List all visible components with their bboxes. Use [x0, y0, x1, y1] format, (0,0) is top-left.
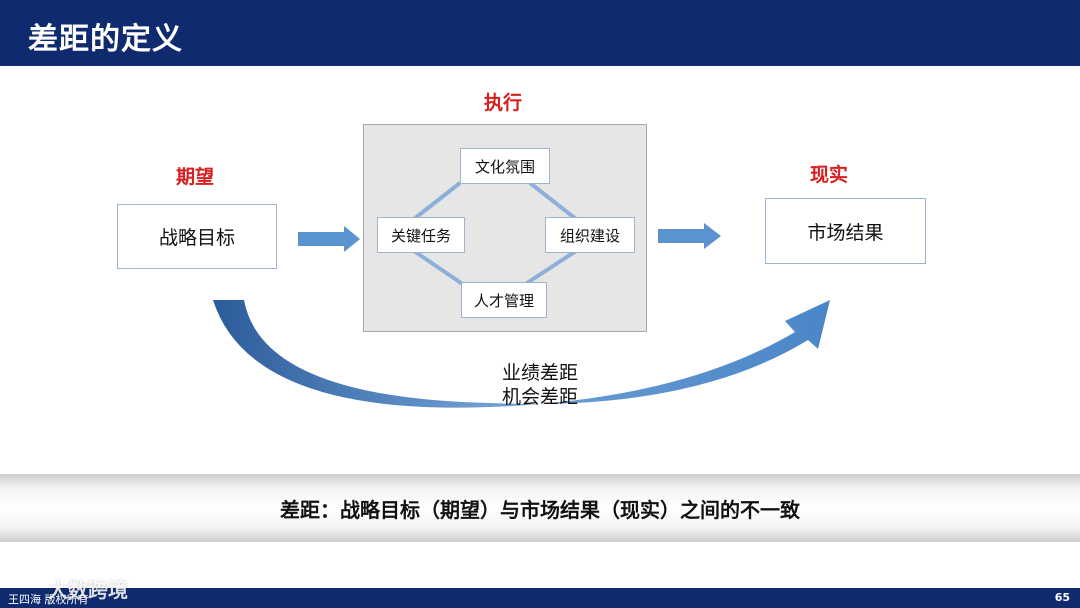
- footer-copyright: 王四海 版权所有: [8, 593, 89, 606]
- definition-band: 差距：战略目标（期望）与市场结果（现实）之间的不一致: [0, 474, 1080, 542]
- gap-performance: 业绩差距: [501, 362, 578, 384]
- page-title: 差距的定义: [28, 22, 183, 57]
- connector-right-bottom: [522, 249, 578, 287]
- box-market-result-label: 市场结果: [807, 221, 884, 244]
- execution-connectors: [412, 181, 578, 287]
- gap-opportunity: 机会差距: [501, 386, 578, 408]
- label-expectation: 期望: [176, 166, 215, 188]
- connector-top-right: [528, 181, 578, 221]
- watermark-text: 大数跨境: [48, 578, 128, 602]
- page-number: 65: [1054, 591, 1070, 604]
- node-talent: 人才管理: [461, 282, 547, 318]
- node-key-tasks: 关键任务: [377, 217, 465, 253]
- definition-text: 差距：战略目标（期望）与市场结果（现实）之间的不一致: [280, 497, 800, 522]
- node-organization: 组织建设: [545, 217, 635, 253]
- execution-panel: 文化氛围 关键任务 组织建设 人才管理: [363, 124, 647, 332]
- box-strategic-goal: 战略目标: [117, 204, 277, 269]
- arrow-to-execution: [298, 226, 360, 252]
- label-execution: 执行: [484, 92, 523, 114]
- arrow-to-reality: [658, 223, 721, 249]
- footer-bar: 王四海 版权所有 65: [0, 588, 1080, 608]
- node-culture: 文化氛围: [460, 148, 550, 184]
- header-bar: 差距的定义: [0, 0, 1080, 66]
- connector-top-left: [412, 181, 462, 221]
- connector-left-bottom: [412, 249, 466, 287]
- label-reality: 现实: [810, 164, 849, 186]
- node-key-tasks-label: 关键任务: [390, 226, 451, 245]
- box-strategic-goal-label: 战略目标: [158, 227, 235, 249]
- node-organization-label: 组织建设: [559, 226, 620, 245]
- node-culture-label: 文化氛围: [474, 157, 535, 176]
- node-talent-label: 人才管理: [473, 291, 534, 310]
- box-market-result: 市场结果: [765, 198, 926, 264]
